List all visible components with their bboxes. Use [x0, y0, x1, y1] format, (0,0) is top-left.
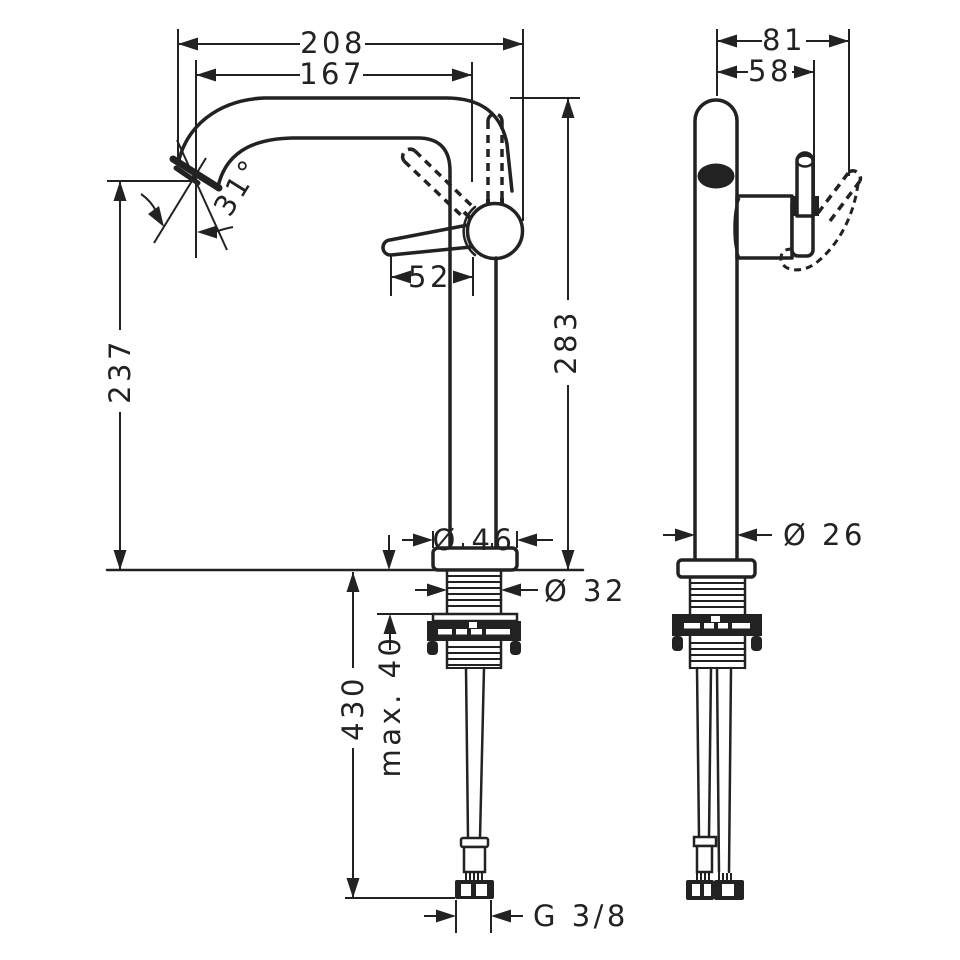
annotations: 208 167 31° [103, 23, 866, 933]
dim-label-81: 81 [762, 23, 806, 57]
mounting-assembly-front [672, 558, 762, 900]
base-plate-front [676, 558, 757, 579]
hose-connector [455, 880, 494, 899]
dim-lever-length: 52 [390, 255, 474, 296]
dim-label-52: 52 [408, 260, 452, 294]
dim-column-diameter: Ø 26 [663, 518, 866, 552]
dim-height-above-deck: 283 [510, 97, 583, 570]
supply-hose-side [455, 666, 494, 899]
dim-label-167: 167 [299, 57, 365, 91]
handle-positions-dashed [400, 112, 504, 220]
dim-label-283: 283 [549, 309, 583, 375]
side-view [169, 96, 525, 899]
dim-label-208: 208 [300, 26, 366, 60]
handle-joint [465, 201, 525, 261]
dim-shank-diameter: Ø 32 [415, 574, 627, 608]
mounting-assembly-side [427, 543, 521, 899]
spout-outlet [697, 163, 735, 189]
dim-connection-thread: G 3/8 [424, 899, 629, 933]
supply-hoses-front [686, 666, 744, 900]
dim-label-237: 237 [103, 338, 137, 404]
fixing-nut [427, 621, 521, 655]
dim-spout-reach: 167 [195, 57, 473, 258]
handle-front [733, 151, 863, 272]
dim-body-width: 81 [716, 23, 850, 176]
dim-handle-offset: 58 [717, 54, 815, 196]
faucet-column [693, 98, 739, 560]
dim-label-430: 430 [336, 675, 370, 741]
dim-max-deck-thickness: max. 40 [373, 535, 433, 778]
fixing-nut-front [672, 614, 762, 651]
dim-hose-length: 430 [336, 572, 455, 899]
handle-lever [381, 223, 473, 257]
front-view [672, 98, 863, 900]
dim-label-58: 58 [748, 54, 792, 88]
spout-body [169, 96, 514, 550]
dim-label-max40: max. 40 [373, 634, 407, 777]
dim-base-diameter: Ø 46 [402, 523, 553, 557]
dim-label-d32: Ø 32 [544, 574, 627, 608]
dim-spout-height: 237 [103, 180, 193, 570]
joint-detail-arc [462, 205, 477, 257]
dim-label-d46: Ø 46 [433, 523, 516, 557]
dim-label-g38: G 3/8 [533, 899, 629, 933]
handle-pin [795, 151, 815, 218]
dim-label-d26: Ø 26 [783, 518, 866, 552]
handle-swing-arc [779, 183, 860, 272]
dim-spout-angle: 31° [140, 139, 268, 251]
